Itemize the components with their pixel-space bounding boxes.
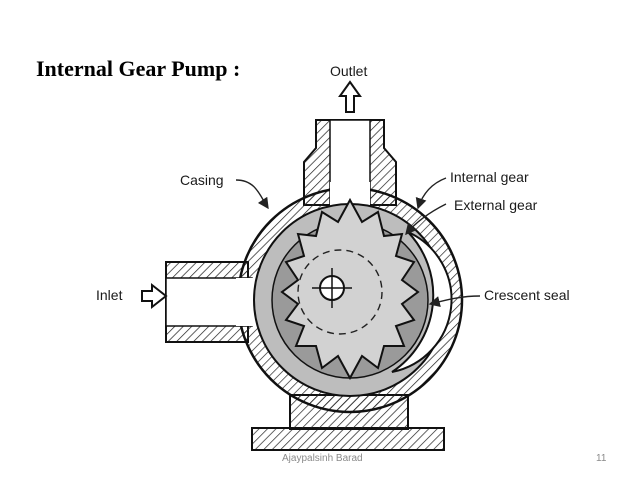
- crescent-seal: [391, 231, 453, 373]
- label-crescent-seal: Crescent seal: [484, 287, 570, 303]
- footer-author: Ajaypalsinh Barad: [282, 453, 363, 464]
- pitch-circle: [297, 249, 383, 335]
- leader-lines: [235, 177, 481, 308]
- label-internal-gear: Internal gear: [450, 169, 529, 185]
- label-outlet: Outlet: [330, 63, 367, 79]
- slide-title: Internal Gear Pump :: [36, 56, 241, 81]
- inlet-arrow-icon: [141, 282, 168, 310]
- label-external-gear: External gear: [454, 197, 538, 213]
- page-number: 11: [596, 453, 607, 464]
- shaft-center-mark: [312, 268, 352, 308]
- label-casing: Casing: [180, 172, 224, 188]
- outlet-arrow-icon: [338, 80, 362, 113]
- external-gear: [280, 197, 420, 381]
- label-inlet: Inlet: [96, 287, 123, 303]
